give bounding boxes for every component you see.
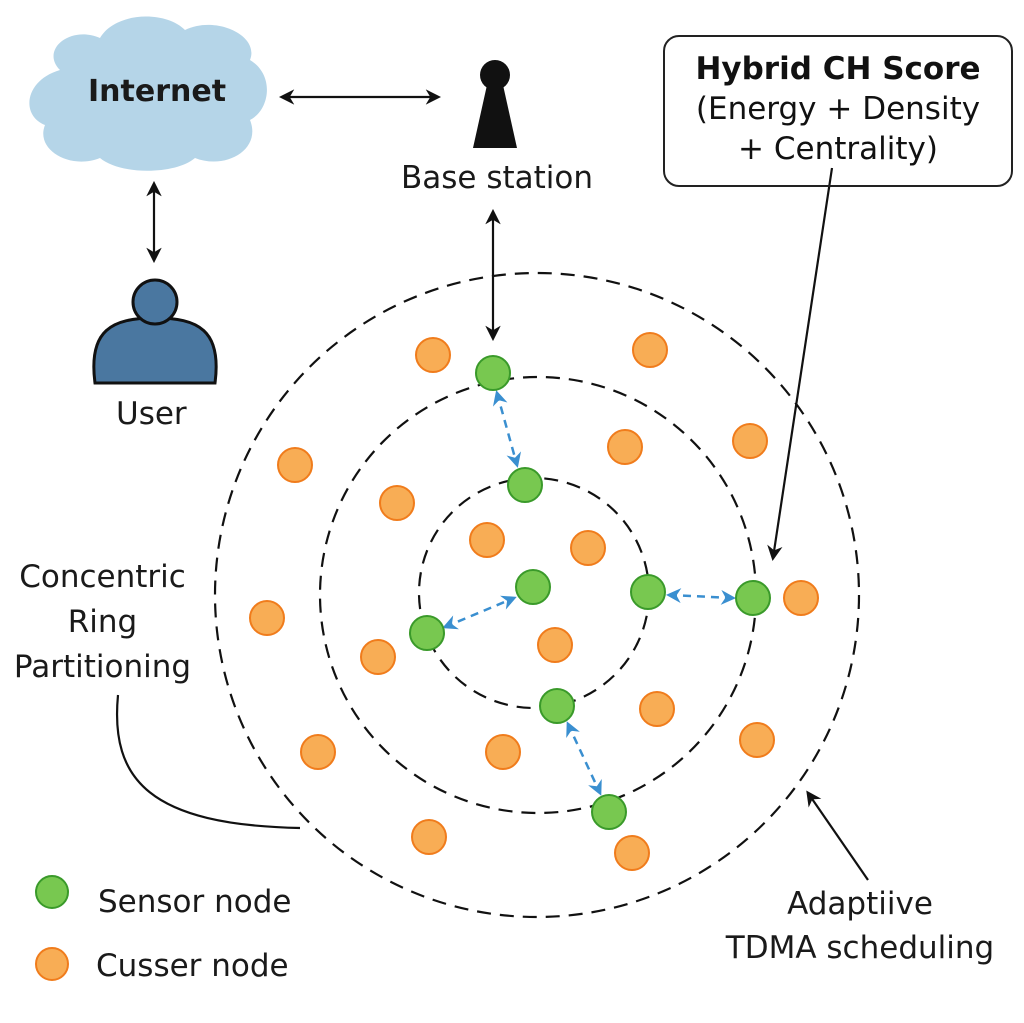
adaptive-tdma-label: Adaptiive TDMA scheduling xyxy=(700,882,1020,970)
hybrid-score-arrow xyxy=(767,167,834,562)
internet-cloud-icon xyxy=(29,16,267,171)
cluster-node xyxy=(415,337,451,373)
sensor-node xyxy=(475,355,511,391)
legend-cluster-label: Cusser node xyxy=(96,948,289,984)
ch-link xyxy=(666,588,736,605)
hybrid-ch-score-box: Hybrid CH Score (Energy + Density + Cent… xyxy=(663,35,1013,187)
ch-link xyxy=(442,595,517,630)
cluster-node xyxy=(485,734,521,770)
adaptive-tdma-arrow xyxy=(806,790,869,881)
cluster-node xyxy=(537,627,573,663)
concentric-ring-label: Concentric Ring Partitioning xyxy=(0,555,205,690)
cluster-node xyxy=(379,485,415,521)
sensor-node xyxy=(409,615,445,651)
cluster-node xyxy=(783,580,819,616)
cluster-node xyxy=(411,819,447,855)
base-station-label: Base station xyxy=(401,160,594,196)
legend-sensor-swatch xyxy=(35,875,69,909)
hybrid-box-title: Hybrid CH Score xyxy=(695,51,981,87)
legend-cluster-swatch xyxy=(35,947,69,981)
hybrid-box-line3: + Centrality) xyxy=(738,131,938,167)
cluster-node xyxy=(607,429,643,465)
cluster-node xyxy=(360,639,396,675)
cluster-node xyxy=(614,835,650,871)
hybrid-box-line2: (Energy + Density xyxy=(695,91,981,127)
legend-sensor-label: Sensor node xyxy=(98,884,292,920)
ch-link xyxy=(566,721,602,796)
adaptive-line2: TDMA scheduling xyxy=(725,930,995,966)
cluster-node xyxy=(249,600,285,636)
concentric-pointer-line xyxy=(116,694,301,830)
cluster-node xyxy=(739,722,775,758)
user-icon xyxy=(92,278,218,385)
adaptive-line1: Adaptiive xyxy=(787,886,933,922)
sensor-node xyxy=(507,467,543,503)
cluster-node xyxy=(570,530,606,566)
cluster-node xyxy=(277,447,313,483)
cluster-node xyxy=(300,734,336,770)
sensor-node xyxy=(735,580,771,616)
concentric-line3: Partitioning xyxy=(13,649,192,685)
concentric-line1: Concentric xyxy=(19,559,186,595)
outer-ring xyxy=(213,271,861,919)
cluster-node xyxy=(639,691,675,727)
user-label: User xyxy=(116,396,187,432)
internet-label: Internet xyxy=(88,74,227,109)
concentric-line2: Ring xyxy=(67,604,138,640)
cluster-node xyxy=(732,423,768,459)
base-station-icon xyxy=(473,60,517,148)
sensor-node xyxy=(591,794,627,830)
ch-link xyxy=(492,390,522,468)
sensor-node xyxy=(539,688,575,724)
cluster-node xyxy=(469,522,505,558)
sensor-node xyxy=(630,574,666,610)
sensor-node xyxy=(515,569,551,605)
cluster-node xyxy=(632,332,668,368)
